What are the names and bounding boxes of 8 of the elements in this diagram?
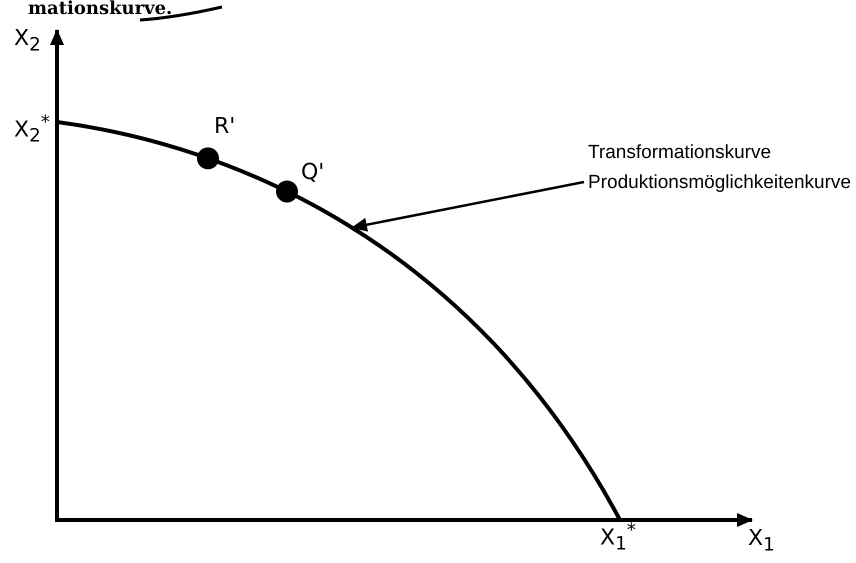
point-label: Q' (300, 162, 324, 184)
axis-label: X$_{1}$ (748, 528, 775, 555)
curve-label: Produktionsmöglichkeitenkurve (588, 171, 851, 195)
axis-label: X$_{2}$ (14, 28, 41, 55)
leader-arrow (351, 180, 584, 232)
point-label: R' (214, 116, 236, 138)
curve-label: Transformationskurve (588, 141, 772, 165)
caption-fragment: mationskurve. (28, 0, 172, 18)
